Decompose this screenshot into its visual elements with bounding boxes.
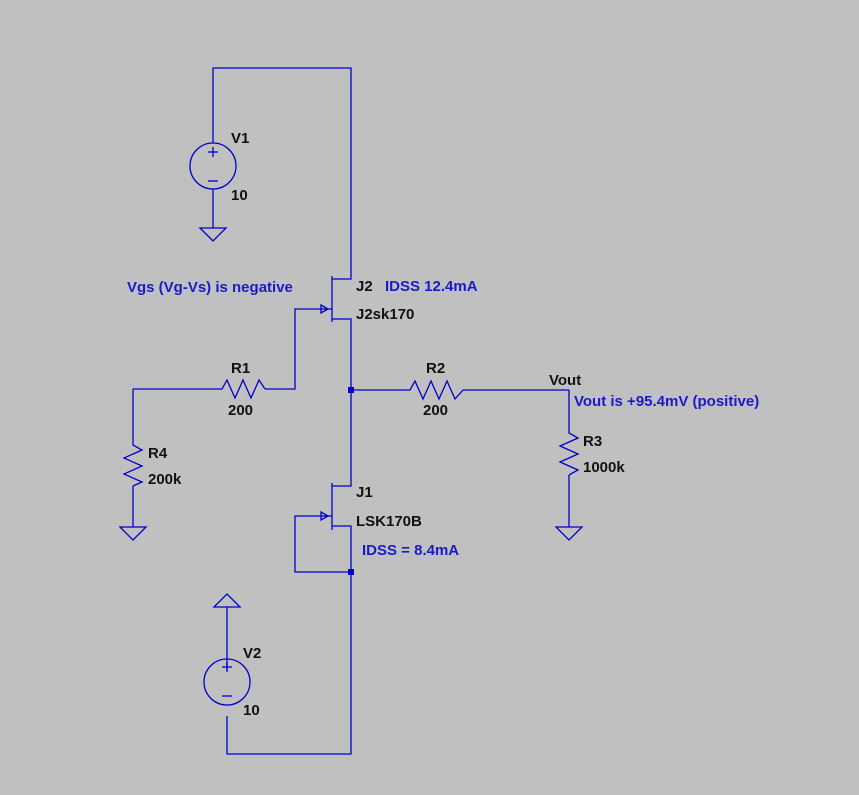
jfet-arrow-icon [320, 510, 330, 522]
r1-name: R1 [231, 360, 250, 377]
r1-resistor[interactable]: R1 200 [213, 360, 266, 419]
resistor-icon [400, 379, 464, 401]
v2-name: V2 [243, 645, 261, 662]
voltage-source-icon [189, 142, 237, 190]
v1-value: 10 [231, 187, 248, 204]
v2-source[interactable]: V2 10 [203, 593, 261, 719]
r3-name: R3 [583, 433, 602, 450]
j1-model: LSK170B [356, 513, 422, 530]
jfet-arrow-icon [320, 303, 330, 315]
v1-source[interactable]: V1 10 [189, 130, 249, 204]
r4-name: R4 [148, 445, 168, 462]
annotation-vout: Vout is +95.4mV (positive) [574, 393, 759, 410]
resistor-icon [122, 437, 144, 487]
junction-dot [348, 387, 354, 393]
annotation-vgs: Vgs (Vg-Vs) is negative [127, 279, 293, 296]
ground-icon [118, 526, 148, 541]
wire-j1-gate-loop [294, 515, 351, 573]
v2-value: 10 [243, 702, 260, 719]
r1-value: 200 [228, 402, 253, 419]
r3-resistor[interactable]: R3 1000k [558, 425, 625, 476]
resistor-icon [558, 425, 580, 476]
j1-jfet[interactable]: J1 LSK170B IDSS = 8.4mA [320, 475, 459, 559]
r2-name: R2 [426, 360, 445, 377]
net-label-vout: Vout [549, 372, 581, 389]
r2-resistor[interactable]: R2 200 [400, 360, 464, 419]
j2-name: J2 [356, 278, 373, 295]
v1-name: V1 [231, 130, 249, 147]
wire-v1-to-j2-drain [212, 67, 352, 258]
j2-model: J2sk170 [356, 306, 414, 323]
j2-idss: IDSS 12.4mA [385, 278, 478, 295]
resistor-icon [213, 378, 266, 400]
j1-name: J1 [356, 484, 373, 501]
r4-value: 200k [148, 471, 182, 488]
j1-idss: IDSS = 8.4mA [362, 542, 459, 559]
r4-resistor[interactable]: R4 200k [122, 437, 182, 488]
voltage-source-icon [203, 658, 251, 706]
supply-arrow-icon [212, 593, 242, 608]
wire-r1-to-j2-gate [265, 308, 322, 390]
r3-value: 1000k [583, 459, 625, 476]
r2-value: 200 [423, 402, 448, 419]
j2-jfet[interactable]: J2 IDSS 12.4mA J2sk170 [320, 258, 478, 323]
ground-icon [198, 227, 228, 242]
wire-j1-source-to-v2 [226, 532, 352, 755]
junction-dot [348, 569, 354, 575]
ground-icon [554, 526, 584, 541]
wires [132, 67, 570, 755]
